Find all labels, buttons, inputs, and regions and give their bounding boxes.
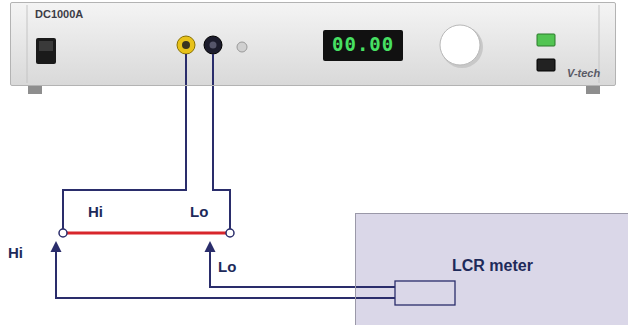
power-switch-rocker bbox=[39, 41, 53, 51]
brand-logo: V-tech bbox=[567, 67, 600, 80]
rack-ear-edge bbox=[27, 5, 28, 83]
mode-button bbox=[537, 59, 555, 71]
lcr-meter-box: LCR meter bbox=[355, 213, 628, 325]
hi-probe-lead bbox=[356, 297, 395, 299]
terminal-dot bbox=[59, 229, 67, 237]
lo-probe-lead bbox=[356, 286, 395, 288]
terminal-label: Lo bbox=[218, 258, 236, 276]
hi-wire bbox=[185, 54, 187, 85]
device-under-test bbox=[67, 232, 226, 235]
output-button bbox=[537, 34, 555, 46]
instrument-name: LCR meter bbox=[452, 256, 533, 275]
panel-controls bbox=[11, 3, 615, 85]
terminal-label: Lo bbox=[190, 203, 208, 221]
lo-probe-lead bbox=[210, 250, 356, 287]
display-window bbox=[323, 30, 403, 61]
lo-wire bbox=[212, 54, 214, 85]
lo-terminal-hole bbox=[210, 42, 217, 49]
terminal-label: Hi bbox=[88, 203, 103, 221]
cable-connector bbox=[395, 281, 455, 305]
knob-shadow bbox=[441, 26, 483, 68]
terminal-label: Hi bbox=[8, 244, 23, 262]
arrow-head bbox=[51, 241, 62, 252]
display-readout: 00.00 bbox=[332, 33, 394, 56]
model-name: DC1000A bbox=[35, 8, 83, 21]
lo-wire bbox=[213, 86, 230, 229]
lo-terminal bbox=[204, 36, 222, 54]
adjust-knob bbox=[440, 25, 480, 65]
instrument-foot bbox=[586, 86, 600, 94]
power-switch bbox=[36, 38, 56, 64]
ground-post bbox=[237, 42, 247, 52]
hi-wire bbox=[63, 86, 186, 229]
hi-terminal-hole bbox=[182, 41, 190, 49]
instrument-foot bbox=[28, 86, 42, 94]
hi-terminal bbox=[177, 36, 195, 54]
arrow-head bbox=[205, 241, 216, 252]
hi-probe-lead bbox=[56, 250, 356, 298]
instrument-panel: DC1000A 00.00V-tech bbox=[10, 2, 616, 86]
terminal-dot bbox=[226, 229, 234, 237]
